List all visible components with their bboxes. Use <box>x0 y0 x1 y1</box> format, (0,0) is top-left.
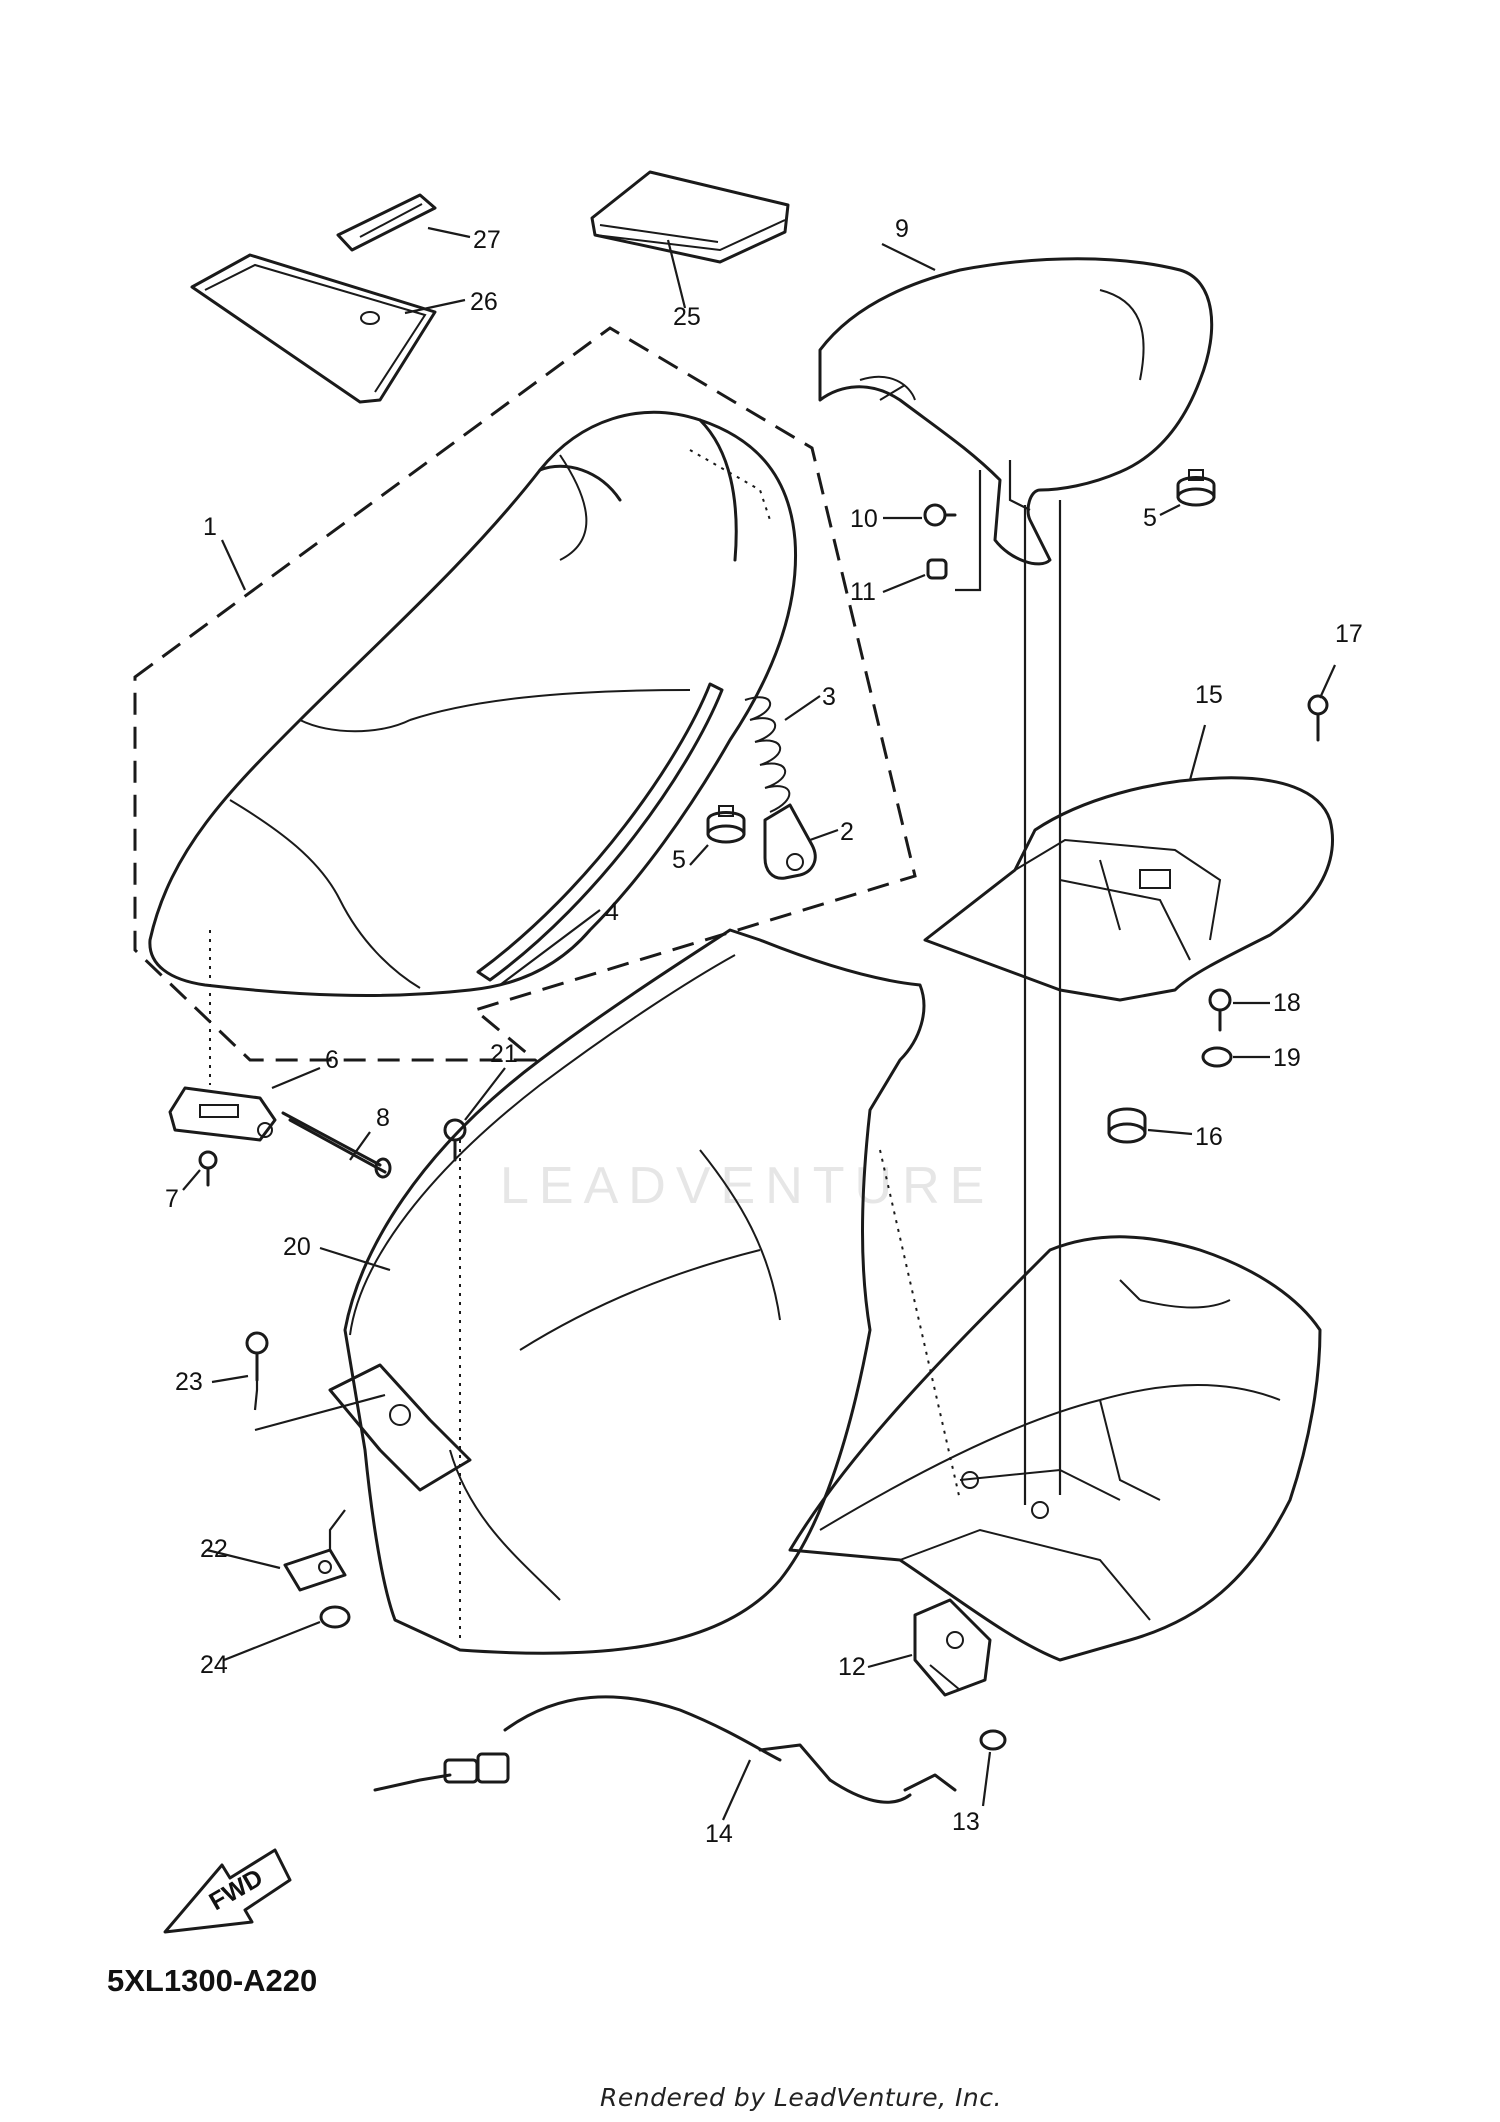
bolt-17-part <box>1307 694 1329 742</box>
damper-right-part <box>1176 469 1216 507</box>
seat-part <box>148 410 798 997</box>
callout-9: 9 <box>895 215 909 243</box>
nut-13-part <box>979 1729 1007 1751</box>
bracket-lines-23 <box>253 1380 386 1432</box>
callout-16: 16 <box>1195 1123 1223 1151</box>
callout-20: 20 <box>283 1233 311 1261</box>
bracket-lines-9 <box>955 460 1031 592</box>
callout-17: 17 <box>1335 620 1363 648</box>
seat-strip-part <box>476 682 724 982</box>
diagram-code: 5XL1300-A220 <box>107 1963 318 1998</box>
callout-19: 19 <box>1273 1044 1301 1072</box>
callout-13: 13 <box>952 1808 980 1836</box>
callout-5-right: 5 <box>1143 504 1157 532</box>
frame-part <box>788 1235 1322 1662</box>
seat-lock-part <box>763 803 817 880</box>
collar-11-part <box>926 558 948 580</box>
callout-6: 6 <box>325 1046 339 1074</box>
callout-14: 14 <box>705 1820 733 1848</box>
damper-16-part <box>1107 1107 1147 1144</box>
clip-27-part <box>336 193 437 252</box>
cable-14-part <box>373 1695 957 1804</box>
callout-27: 27 <box>473 226 501 254</box>
bolt-23-part <box>245 1331 269 1382</box>
leader-lines <box>182 226 1337 1821</box>
callout-12: 12 <box>838 1653 866 1681</box>
callout-22: 22 <box>200 1535 228 1563</box>
nut-plate-22-part <box>283 1548 347 1592</box>
svg-text:FWD: FWD <box>205 1864 268 1917</box>
callout-4: 4 <box>605 898 619 926</box>
callouts: 1 2 3 4 5 5 6 7 8 9 10 11 12 13 14 15 16… <box>165 215 1363 1848</box>
callout-5-left: 5 <box>672 846 686 874</box>
assembly-outline <box>133 326 917 1062</box>
callout-1: 1 <box>203 513 217 541</box>
callout-10: 10 <box>850 505 878 533</box>
bolt-21-part <box>443 1118 467 1162</box>
spring-part <box>744 696 791 813</box>
hinge-6-part <box>168 1086 277 1142</box>
callout-21: 21 <box>490 1040 518 1068</box>
bolt-18-part <box>1208 988 1232 1032</box>
callout-3: 3 <box>822 683 836 711</box>
case-26-part <box>190 253 437 404</box>
callout-7: 7 <box>165 1185 179 1213</box>
callout-24: 24 <box>200 1651 228 1679</box>
grab-rail-part <box>818 257 1214 566</box>
callout-15: 15 <box>1195 681 1223 709</box>
washer-19-part <box>1201 1046 1233 1068</box>
mount-lines <box>1023 500 1062 1505</box>
bracket-15-part <box>923 776 1334 1002</box>
rendered-by-footer: Rendered by LeadVenture, Inc. <box>600 2083 1002 2112</box>
fwd-arrow-icon: FWD <box>163 1848 292 1934</box>
bolt-7-part <box>198 1150 218 1187</box>
callout-23: 23 <box>175 1368 203 1396</box>
bracket-lines-22 <box>328 1509 346 1550</box>
callout-25: 25 <box>673 303 701 331</box>
latch-12-part <box>913 1598 992 1697</box>
callout-11: 11 <box>850 578 876 606</box>
nut-24-part <box>319 1605 351 1629</box>
manual-25-part <box>590 170 790 264</box>
callout-2: 2 <box>840 818 854 846</box>
callout-8: 8 <box>376 1104 390 1132</box>
damper-left-part <box>706 805 746 844</box>
watermark: LEADVENTURE <box>500 1157 994 1215</box>
storage-box-20-part <box>328 928 961 1655</box>
pin-8-part <box>281 1111 392 1179</box>
bolt-10-part <box>923 503 957 527</box>
callout-26: 26 <box>470 288 498 316</box>
callout-18: 18 <box>1273 989 1301 1017</box>
